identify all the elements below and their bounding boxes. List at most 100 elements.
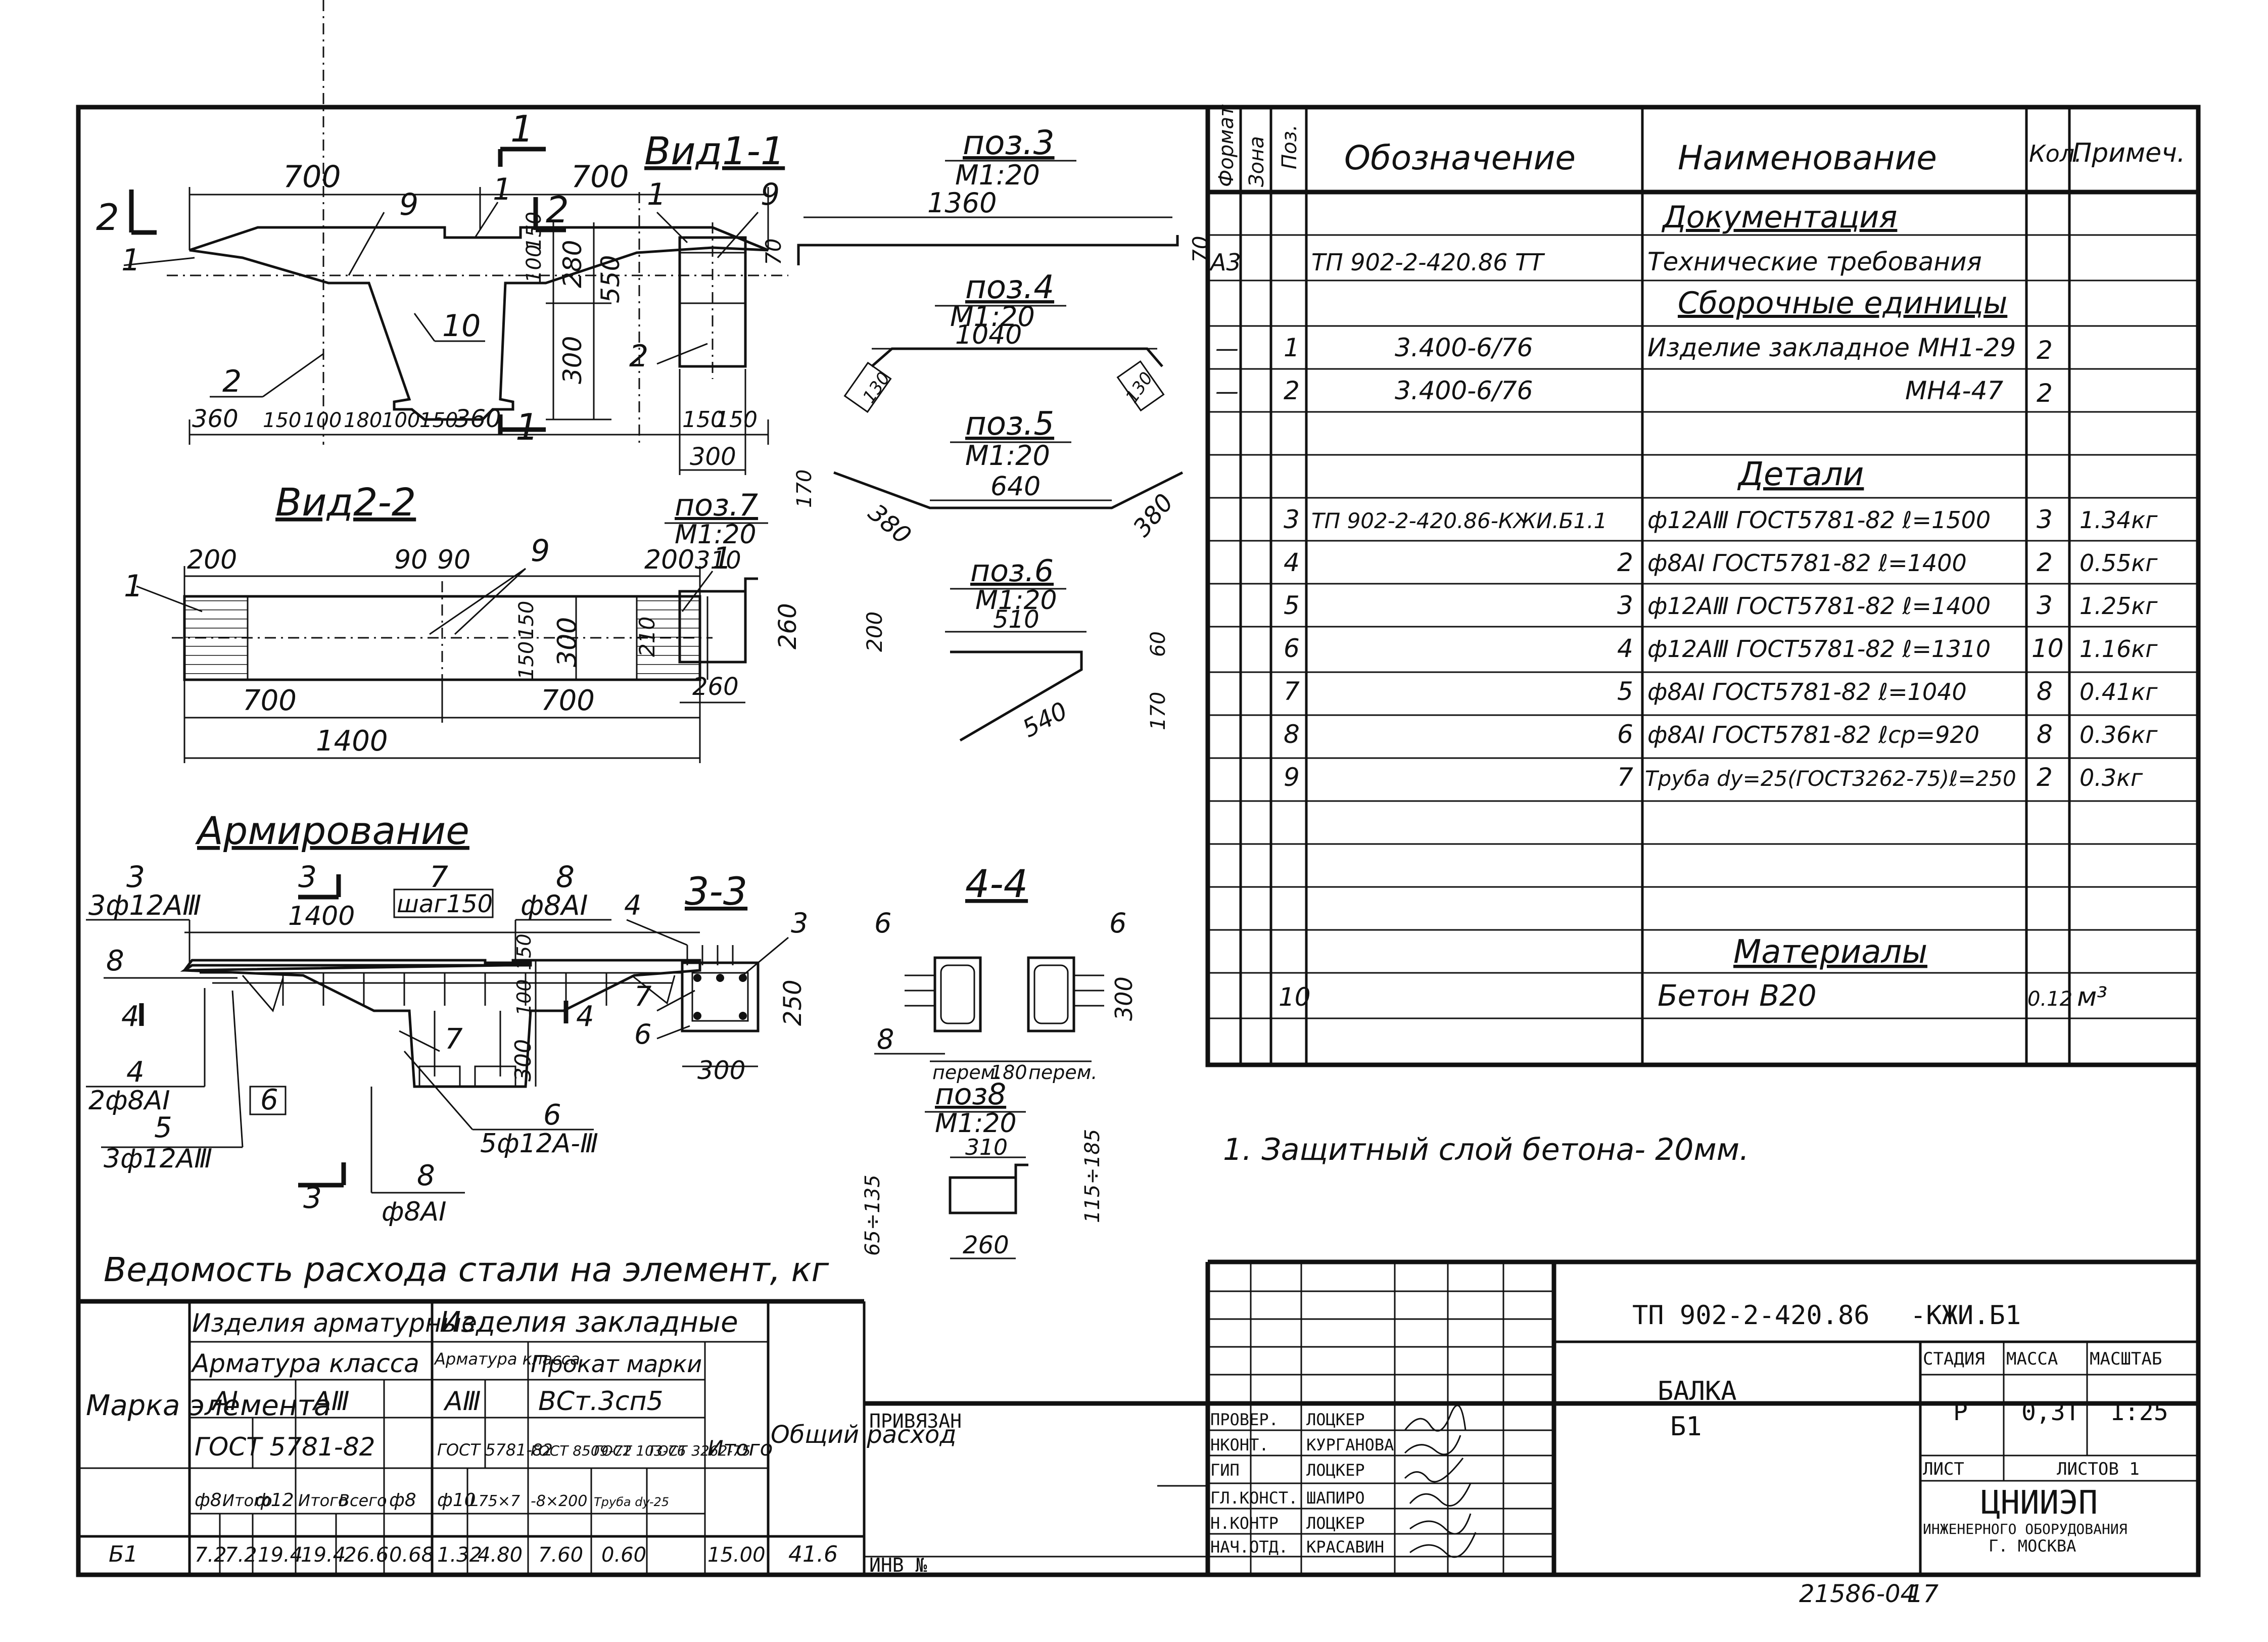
pos7-scale: М1:20	[675, 520, 757, 550]
spec-r7-code: 5	[1617, 677, 1633, 706]
sec33-lbl-7: 7	[634, 980, 651, 1012]
dim-r-1: 100	[523, 245, 546, 283]
sec44-title: 4-4	[965, 861, 1028, 906]
tb-role-5: НАЧ.ОТД.	[1210, 1537, 1288, 1557]
steel-row-total: 41.6	[788, 1541, 838, 1567]
view22-callout-9: 9	[531, 533, 550, 569]
tb-sheet: ЛИСТ	[1923, 1459, 1964, 1479]
front-view: 700 700 360 150 100 180 100 150 360 100 …	[96, 0, 788, 448]
view22-dim-700a: 700	[243, 684, 297, 717]
tb-org-3: Г. МОСКВА	[1989, 1536, 2076, 1556]
pos8-title: поз8	[935, 1077, 1006, 1111]
steel-hdr-group2: Изделия закладные	[440, 1306, 738, 1339]
tb-role-1: НКОНТ.	[1210, 1435, 1269, 1455]
view11-callout-2: 2	[629, 339, 648, 374]
sec44-lbl-180: 180	[990, 1061, 1027, 1084]
tb-name-3: ШАПИРО	[1306, 1488, 1365, 1508]
pos4-detail: поз.4 М1:20 1040 130 130	[843, 269, 1165, 413]
spec-r6-qty: 10	[2031, 634, 2064, 663]
section-mark-top: 1	[510, 108, 534, 150]
tb-role-2: ГИП	[1210, 1461, 1240, 1480]
signatures	[1404, 1404, 1477, 1558]
dim-top-1: 700	[283, 159, 341, 195]
spec-section-materials: Материалы	[1733, 933, 1927, 971]
spec-r9-qty: 2	[2037, 763, 2053, 792]
dim-bot-7: 360	[455, 405, 501, 433]
pos3-dim-1360: 1360	[927, 187, 997, 219]
pos6-detail: поз.6 М1:20 510 200 60 540 170	[862, 553, 1170, 743]
arm-lbl-step: шаг150	[397, 890, 493, 918]
steel-row-v9: 7.60	[538, 1543, 583, 1567]
spec-r5-name: ф12АⅢ ГОСТ5781-82 ℓ=1400	[1647, 592, 1991, 620]
tb-name-2b: ЛОЦКЕР	[1306, 1461, 1365, 1480]
specification-table: Формат Зона Поз. Обозначение Наименовани…	[1205, 104, 2201, 1067]
spec-r4-name: ф8АⅠ ГОСТ5781-82 ℓ=1400	[1647, 549, 1967, 577]
spec-r0-fmt: А3	[1209, 249, 1241, 276]
tb-scale-hdr: МАСШТАБ	[2090, 1349, 2162, 1369]
spec-r9-note: 0.3кг	[2080, 764, 2143, 791]
spec-hdr-pos: Поз.	[1278, 124, 1301, 169]
section-3-3: 3-3 4 3 7 6 250 300	[624, 869, 808, 1085]
arm-lbl-1400: 1400	[288, 901, 355, 931]
spec-r4-pos: 4	[1284, 548, 1300, 577]
steel-row-v8: 4.80	[478, 1543, 523, 1567]
spec-r5-pos: 5	[1284, 591, 1300, 620]
steel-hdr-itogo: Итого	[707, 1436, 773, 1461]
spec-r1-name: Изделие закладное МН1-29	[1647, 333, 2016, 362]
spec-r5-qty: 3	[2037, 591, 2053, 620]
view11-callout-9: 9	[761, 177, 780, 212]
pos4-dim-130b: 130	[1122, 368, 1157, 407]
pos4-dim-130a: 130	[859, 368, 894, 407]
pos8-dim-260: 260	[963, 1231, 1009, 1259]
arm-lbl-3: 3	[126, 860, 145, 894]
steel-hdr-ai: АⅠ	[211, 1386, 238, 1417]
front-callout-9: 9	[399, 187, 418, 222]
tb-name-2: Б1	[1670, 1412, 1702, 1442]
view22-callout-1b: 1	[713, 541, 732, 576]
spec-hdr-name: Наименование	[1678, 138, 1937, 177]
pos6-dim-540: 540	[1018, 696, 1072, 743]
pos8-scale: М1:20	[935, 1108, 1017, 1139]
view22-dim-150a: 150	[515, 601, 538, 639]
tb-inv: ИНВ №	[869, 1554, 927, 1576]
dim-r-5: 300	[558, 336, 587, 384]
steel-hdr-class2: Арматура класса	[434, 1349, 580, 1369]
steel-row-v10: 0.60	[601, 1543, 646, 1567]
spec-r10-qty: 0.12	[2027, 988, 2072, 1011]
steel-hdr-gost5: ГОСТ 3262-75	[649, 1442, 750, 1459]
steel-hdr-prokat: Прокат марки	[531, 1350, 702, 1378]
front-callout-2: 2	[222, 364, 242, 399]
steel-row-v5: 26.6	[344, 1543, 389, 1567]
spec-r1-qty: 2	[2037, 336, 2053, 365]
view11-title: Вид1-1	[644, 128, 785, 173]
pos4-dim-1040: 1040	[955, 320, 1022, 350]
view22-dim-700b: 700	[541, 684, 595, 717]
sec44-lbl-8: 8	[877, 1023, 894, 1055]
view11-callout-1: 1	[647, 177, 666, 212]
steel-col-f8b: ф8	[389, 1490, 416, 1511]
steel-col-l75: L75×7	[470, 1492, 520, 1510]
spec-r2-pos: 2	[1284, 376, 1300, 405]
pos7-title: поз.7	[675, 488, 758, 523]
tb-scale: 1:25	[2110, 1398, 2168, 1426]
spec-r8-code: 6	[1617, 720, 1633, 749]
steel-col-f12: ф12	[255, 1490, 294, 1511]
spec-r9-pos: 9	[1284, 763, 1300, 792]
sec33-dim-300: 300	[697, 1056, 745, 1085]
pos7-detail: поз.7 М1:20 310 210 260 260	[635, 488, 802, 703]
spec-r4-code: 2	[1617, 548, 1633, 577]
steel-hdr-aiii: АⅢ	[312, 1386, 349, 1417]
section-4-4: 4-4 6 6 8 перем. 180 перем. 300	[874, 861, 1138, 1084]
arm-lbl-3b: 3	[298, 860, 317, 894]
steel-row-v2: 7.2	[225, 1543, 257, 1567]
sec44-lbl-6b: 6	[1109, 907, 1126, 939]
spec-r8-name: ф8АⅠ ГОСТ5781-82 ℓср=920	[1647, 721, 1979, 748]
steel-row-v4: 19.4	[301, 1543, 346, 1567]
spec-r2-code: 3.400-6/76	[1395, 376, 1533, 405]
steel-row-v7: 1.32	[437, 1543, 482, 1567]
view22-dim-90b: 90	[437, 545, 470, 575]
pos6-dim-170: 170	[1147, 692, 1170, 730]
arm-lbl-4c: 4	[576, 1000, 594, 1033]
steel-row-v6: 0.68	[389, 1543, 434, 1567]
